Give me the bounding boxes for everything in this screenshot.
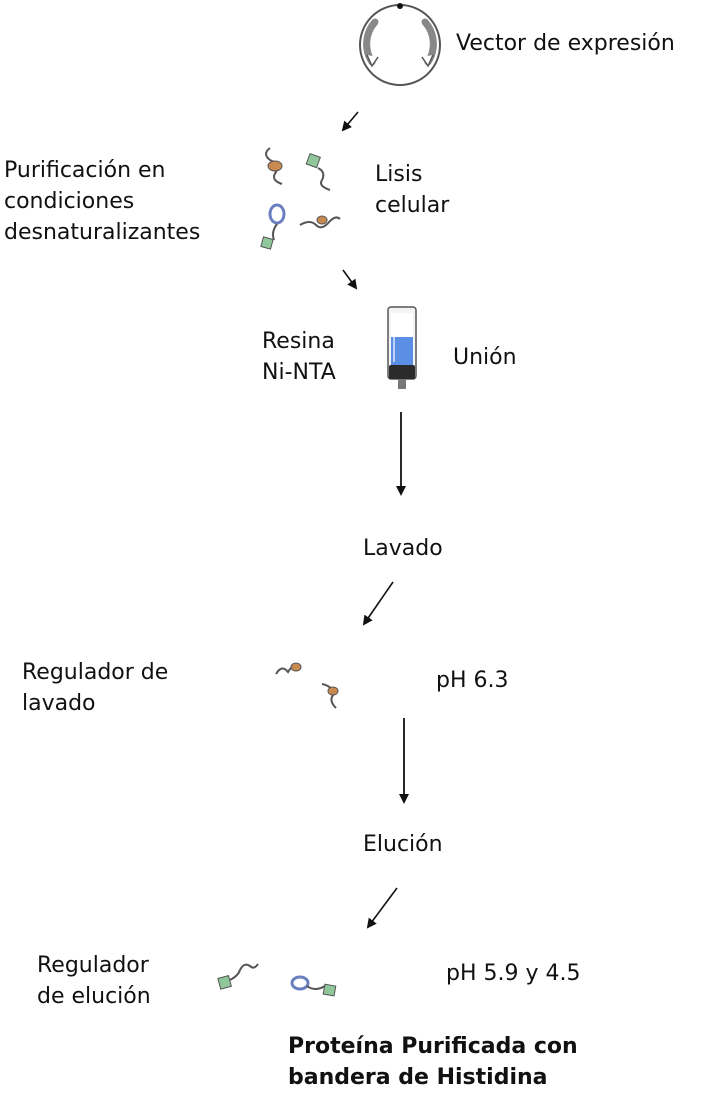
product-text: Proteína Purificada con bandera de Histi… bbox=[288, 1034, 578, 1090]
product-label: Proteína Purificada con bandera de Histi… bbox=[288, 1031, 578, 1093]
column-icon bbox=[387, 306, 417, 389]
elution-ph-text: pH 5.9 y 4.5 bbox=[446, 961, 581, 986]
wash-buffer-text: Regulador de lavado bbox=[22, 660, 169, 716]
wash-buffer-label: Regulador de lavado bbox=[22, 657, 168, 719]
plasmid-icon bbox=[359, 3, 441, 86]
lysis-text: Lisis celular bbox=[375, 162, 450, 218]
resin-text: Resina Ni-NTA bbox=[262, 329, 336, 385]
arrow-to-column bbox=[342, 269, 358, 290]
binding-label: Unión bbox=[453, 342, 517, 373]
vector-text: Vector de expresión bbox=[456, 31, 675, 56]
purification-label: Purificación en condiciones desnaturaliz… bbox=[4, 155, 200, 248]
binding-text: Unión bbox=[453, 345, 517, 370]
arrow-wash-step bbox=[362, 581, 394, 626]
wash-label: Lavado bbox=[363, 533, 443, 564]
elution-ph-label: pH 5.9 y 4.5 bbox=[446, 958, 580, 989]
purified-proteins-icon bbox=[217, 963, 337, 997]
resin-label: Resina Ni-NTA bbox=[262, 326, 336, 388]
arrow-to-lysis bbox=[341, 111, 359, 132]
arrow-elution-step bbox=[366, 887, 398, 929]
lysis-label: Lisis celular bbox=[375, 159, 449, 221]
elution-buffer-text: Regulador de elución bbox=[37, 953, 151, 1009]
wash-text: Lavado bbox=[363, 536, 443, 561]
lysate-proteins-icon bbox=[260, 147, 341, 250]
elution-buffer-label: Regulador de elución bbox=[37, 950, 151, 1012]
wash-ph-label: pH 6.3 bbox=[436, 665, 509, 696]
vector-label: Vector de expresión bbox=[456, 28, 675, 59]
elution-label: Elución bbox=[363, 829, 443, 860]
purification-text: Purificación en condiciones desnaturaliz… bbox=[4, 158, 201, 245]
wash-proteins-icon bbox=[275, 662, 339, 709]
wash-ph-text: pH 6.3 bbox=[436, 668, 509, 693]
elution-text: Elución bbox=[363, 832, 443, 857]
